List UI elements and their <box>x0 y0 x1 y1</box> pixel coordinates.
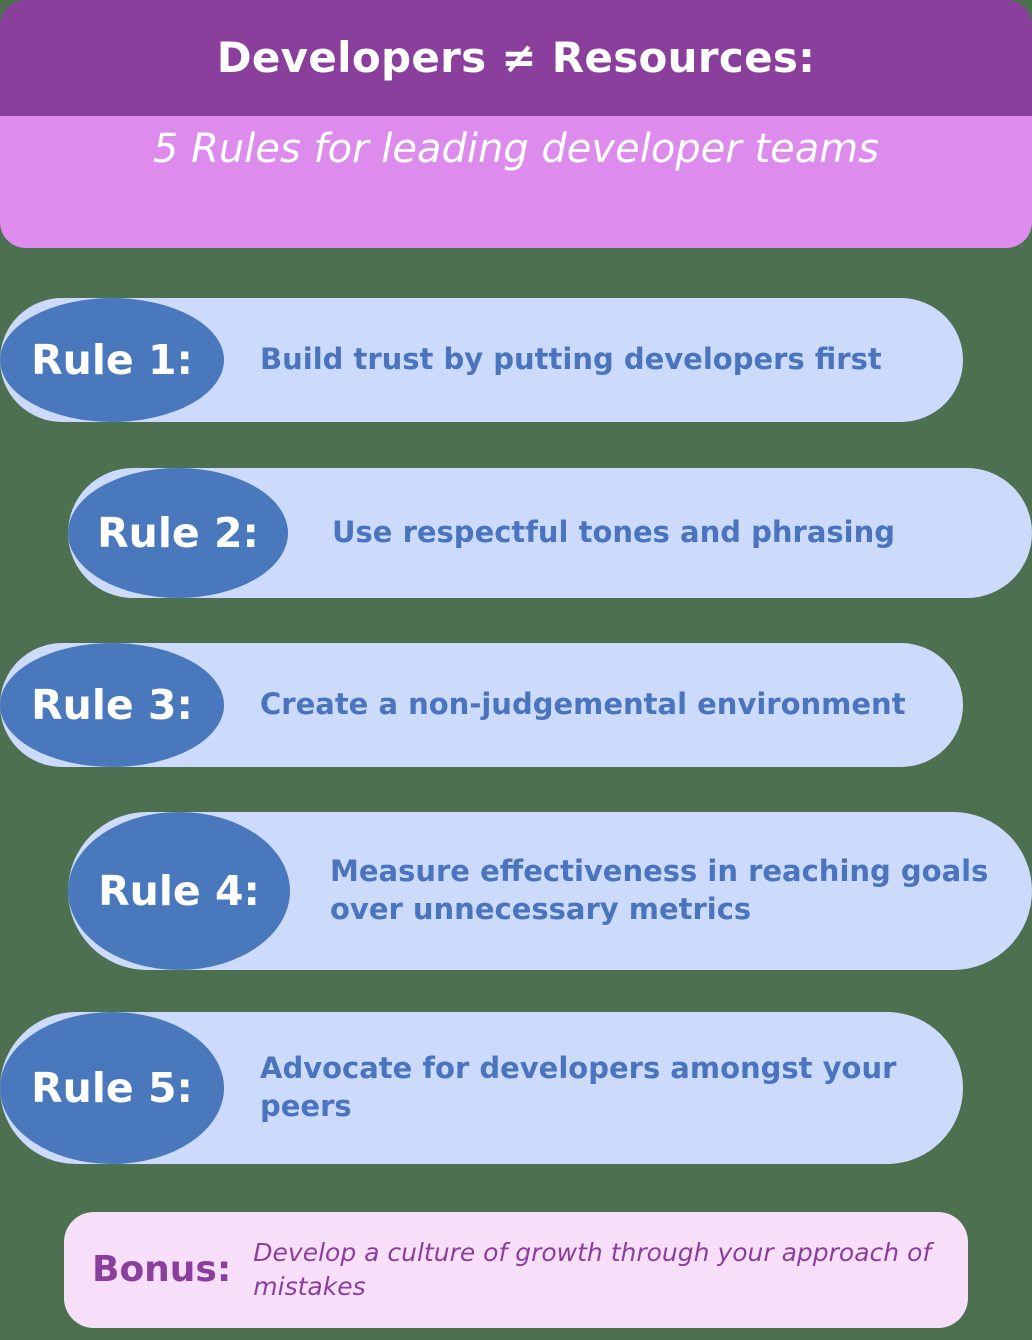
rule-badge-2: Rule 2: <box>68 468 288 598</box>
rule-row-4: Rule 4: Measure effectiveness in reachin… <box>68 812 1032 970</box>
header-title-band: Developers ≠ Resources: <box>0 0 1032 116</box>
rule-badge-5: Rule 5: <box>0 1012 224 1164</box>
rule-badge-label-1: Rule 1: <box>31 335 193 384</box>
rule-row-1: Rule 1: Build trust by putting developer… <box>0 298 963 422</box>
rule-text-4: Measure effectiveness in reaching goals … <box>330 854 989 926</box>
header-block: Developers ≠ Resources: 5 Rules for lead… <box>0 0 1032 248</box>
rule-row-2: Rule 2: Use respectful tones and phrasin… <box>68 468 1032 598</box>
rule-text-2: Use respectful tones and phrasing <box>332 515 895 550</box>
bonus-row: Bonus: Develop a culture of growth throu… <box>64 1212 968 1328</box>
page-subtitle: 5 Rules for leading developer teams <box>152 126 880 172</box>
rule-badge-3: Rule 3: <box>0 643 224 767</box>
rule-badge-label-2: Rule 2: <box>97 508 259 557</box>
header-subtitle-band: 5 Rules for leading developer teams <box>0 116 1032 248</box>
rule-text-3: Create a non-judgemental environment <box>260 687 906 722</box>
rule-row-5: Rule 5: Advocate for developers amongst … <box>0 1012 963 1164</box>
page-title: Developers ≠ Resources: <box>216 32 816 82</box>
bonus-text: Develop a culture of growth through your… <box>253 1238 932 1301</box>
rule-badge-label-5: Rule 5: <box>31 1063 193 1112</box>
rule-badge-1: Rule 1: <box>0 298 224 422</box>
rule-badge-4: Rule 4: <box>68 812 290 970</box>
rule-text-5: Advocate for developers amongst your pee… <box>260 1051 897 1123</box>
bonus-label: Bonus: <box>92 1249 232 1290</box>
rule-badge-label-3: Rule 3: <box>31 680 193 729</box>
rule-text-1: Build trust by putting developers first <box>260 342 882 377</box>
rule-badge-label-4: Rule 4: <box>98 866 260 915</box>
rule-row-3: Rule 3: Create a non-judgemental environ… <box>0 643 963 767</box>
